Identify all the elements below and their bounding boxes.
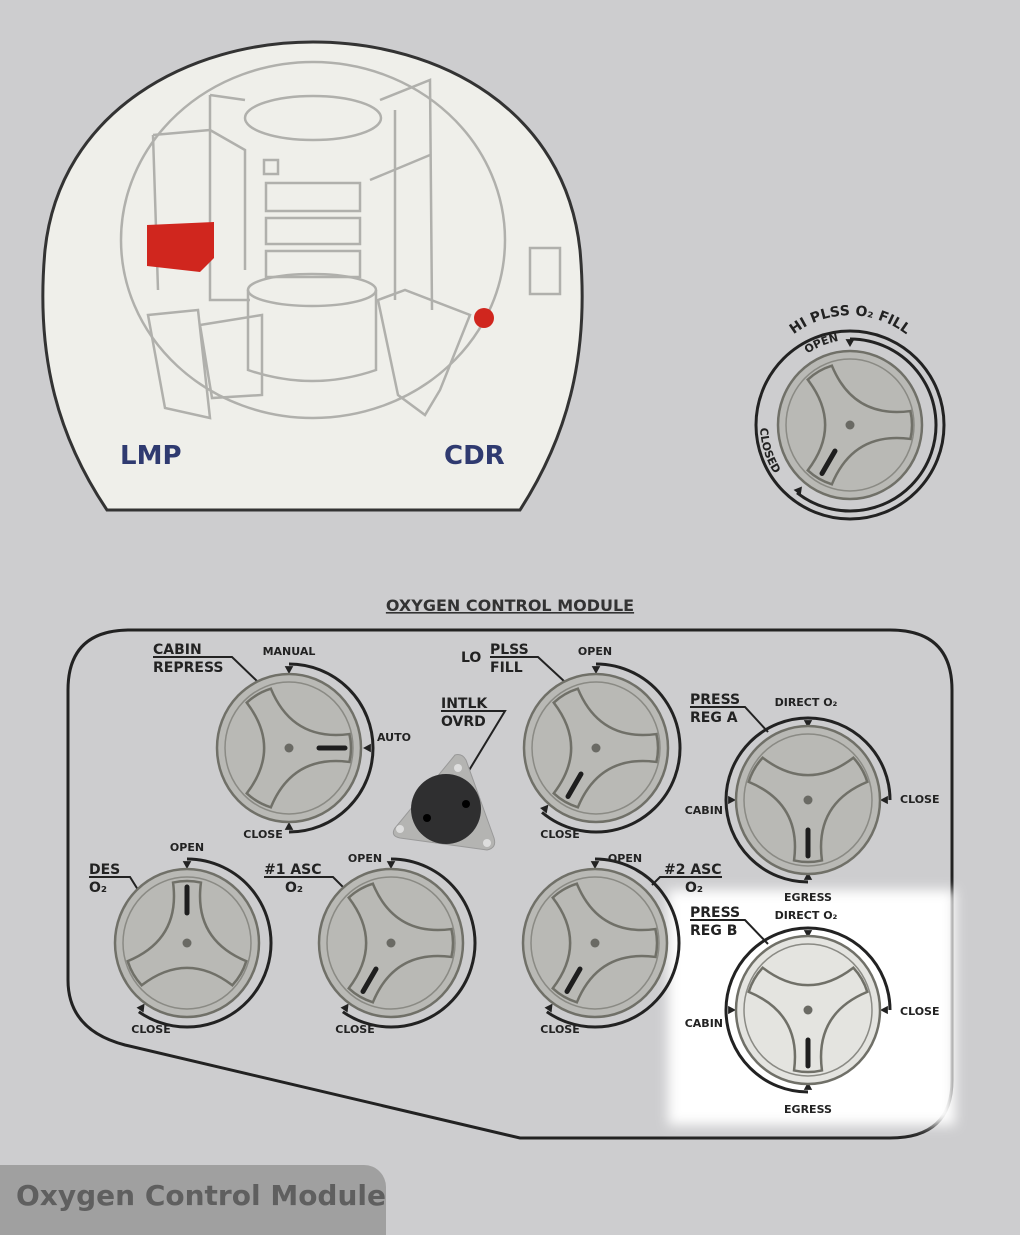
press-reg-b-valve[interactable] — [724, 926, 892, 1094]
press-reg-a-direct-label: DIRECT O₂ — [775, 696, 838, 709]
position-marker-icon — [793, 486, 802, 496]
position-marker-icon — [803, 1082, 813, 1090]
manual-label: MANUAL — [263, 645, 316, 658]
svg-text:HI PLSS O₂ FILL: HI PLSS O₂ FILL — [787, 303, 914, 338]
knob-grip — [126, 879, 248, 987]
caption-tab: Oxygen Control Module — [0, 1165, 386, 1235]
position-marker-icon — [803, 930, 813, 938]
position-marker-icon — [845, 339, 855, 347]
knob-pointer — [564, 966, 583, 994]
knob-grip — [747, 966, 869, 1074]
asc2-close-label: CLOSE — [540, 1023, 579, 1036]
position-marker-icon — [544, 1003, 553, 1013]
press-reg-b-label-1: PRESS — [690, 905, 740, 921]
intlk-label-2: OVRD — [441, 714, 486, 730]
lo-plss-close-label: CLOSE — [540, 828, 579, 841]
auto-label: AUTO — [377, 731, 411, 744]
knob-grip — [347, 882, 455, 1004]
asc2-o2-valve[interactable] — [513, 857, 681, 1029]
cabin-repress-label-2: REPRESS — [153, 660, 224, 676]
intlk-label-1: INTLK — [441, 696, 488, 712]
press-reg-a-cabin-label: CABIN — [685, 804, 723, 817]
cabin-repress-close-label: CLOSE — [243, 828, 282, 841]
des-o2-label: O₂ — [89, 880, 107, 896]
press-reg-a-egress-label: EGRESS — [784, 891, 832, 904]
knob-grip — [245, 687, 353, 809]
press-reg-a-close-label: CLOSE — [900, 793, 939, 806]
des-o2-valve[interactable] — [113, 857, 273, 1029]
cabin-repress-valve[interactable] — [215, 662, 375, 834]
position-marker-icon — [182, 861, 192, 869]
des-open-label: OPEN — [170, 841, 204, 854]
asc2-o2-label: O₂ — [685, 880, 703, 896]
intlk-ovrd-connector[interactable] — [392, 754, 496, 851]
position-marker-icon — [540, 804, 549, 814]
position-marker-icon — [728, 795, 736, 805]
cdr-label: CDR — [444, 441, 505, 471]
press-reg-a-label-1: PRESS — [690, 692, 740, 708]
cdr-marker — [474, 308, 494, 328]
lmp-label: LMP — [120, 441, 182, 471]
position-marker-icon — [284, 666, 294, 674]
asc1-o2-label: O₂ — [285, 880, 303, 896]
knob-grip — [551, 882, 659, 1004]
press-reg-b-close-label: CLOSE — [900, 1005, 939, 1018]
lmp-marker — [147, 222, 214, 272]
press-reg-a-valve[interactable] — [724, 716, 892, 884]
caption-text: Oxygen Control Module — [16, 1179, 386, 1212]
cabin-view: LMP CDR — [41, 40, 584, 512]
knob-grip — [806, 364, 914, 486]
asc1-open-label: OPEN — [348, 852, 382, 865]
position-marker-icon — [728, 1005, 736, 1015]
lo-label: LO — [461, 650, 481, 666]
des-label: DES — [89, 862, 120, 878]
hi-plss-title: HI PLSS O₂ FILL — [787, 303, 914, 338]
lo-plss-open-label: OPEN — [578, 645, 612, 658]
position-marker-icon — [880, 795, 888, 805]
hi-plss-o2-fill-valve[interactable]: HI PLSS O₂ FILL OPEN CLOSED — [754, 303, 946, 521]
press-reg-b-direct-label: DIRECT O₂ — [775, 909, 838, 922]
knob-grip — [552, 687, 660, 809]
position-marker-icon — [386, 861, 396, 869]
knob-pointer — [565, 771, 584, 799]
cabin-repress-label-1: CABIN — [153, 642, 202, 658]
plss-label: PLSS — [490, 642, 529, 658]
lo-plss-fill-valve[interactable] — [514, 662, 682, 834]
asc1-o2-valve[interactable] — [309, 857, 477, 1029]
position-marker-icon — [803, 872, 813, 880]
asc1-close-label: CLOSE — [335, 1023, 374, 1036]
position-marker-icon — [340, 1003, 349, 1013]
position-marker-icon — [363, 743, 371, 753]
position-marker-icon — [590, 861, 600, 869]
asc2-label: #2 ASC — [664, 862, 722, 878]
position-marker-icon — [284, 822, 294, 830]
knob-grip — [747, 756, 869, 864]
fill-label: FILL — [490, 660, 523, 676]
hi-plss-knob[interactable] — [754, 329, 946, 521]
position-marker-icon — [880, 1005, 888, 1015]
knob-pointer — [360, 966, 379, 994]
position-marker-icon — [591, 666, 601, 674]
des-close-label: CLOSE — [131, 1023, 170, 1036]
press-reg-b-label-2: REG B — [690, 923, 737, 939]
press-reg-b-cabin-label: CABIN — [685, 1017, 723, 1030]
knob-pointer — [819, 448, 838, 476]
position-marker-icon — [136, 1003, 145, 1013]
press-reg-b-egress-label: EGRESS — [784, 1103, 832, 1116]
asc1-label: #1 ASC — [264, 862, 322, 878]
position-marker-icon — [803, 720, 813, 728]
press-reg-a-label-2: REG A — [690, 710, 738, 726]
panel-title: OXYGEN CONTROL MODULE — [386, 596, 634, 615]
